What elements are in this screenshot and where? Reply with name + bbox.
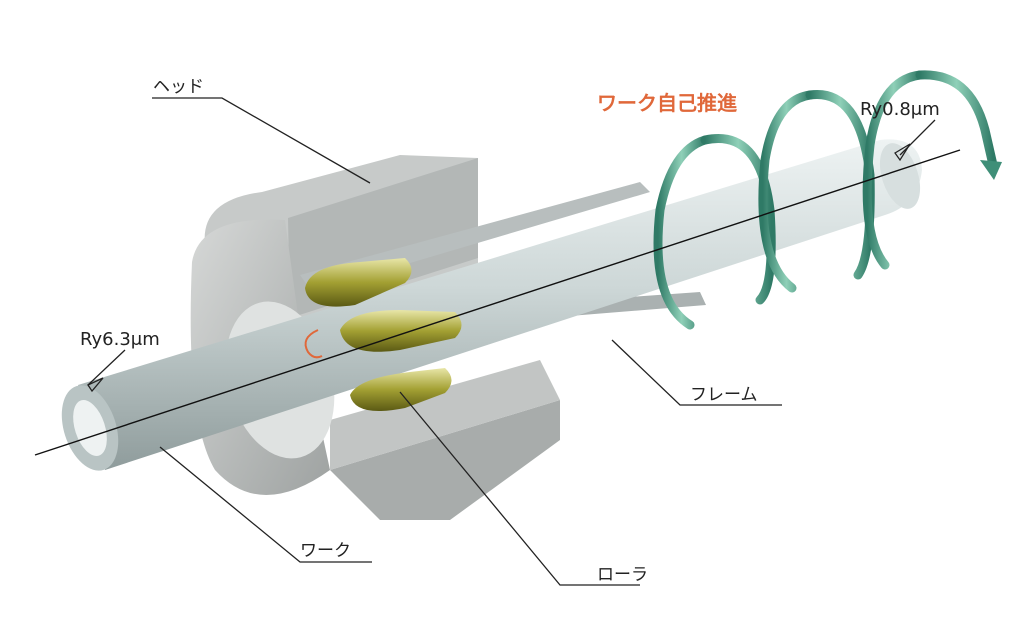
label-roller: ローラ [597, 565, 648, 585]
roughness-out-marker [894, 119, 936, 162]
rollers [305, 258, 462, 412]
center-axis [34, 149, 961, 456]
label-frame: フレーム [690, 385, 758, 405]
label-head: ヘッド [153, 77, 204, 97]
label-roughness-in: Ry6.3μm [80, 329, 160, 350]
label-self-propulsion: ワーク自己推進 [597, 91, 737, 115]
work-tube [61, 139, 922, 471]
helix-arrowhead-icon [980, 160, 1002, 180]
helix-arrow [653, 70, 998, 330]
leader-lines [152, 97, 782, 586]
label-work: ワーク [300, 541, 351, 561]
roughness-in-marker [87, 349, 126, 393]
label-roughness-out: Ry0.8μm [860, 99, 940, 120]
rotation-arrow-icon [304, 329, 323, 359]
